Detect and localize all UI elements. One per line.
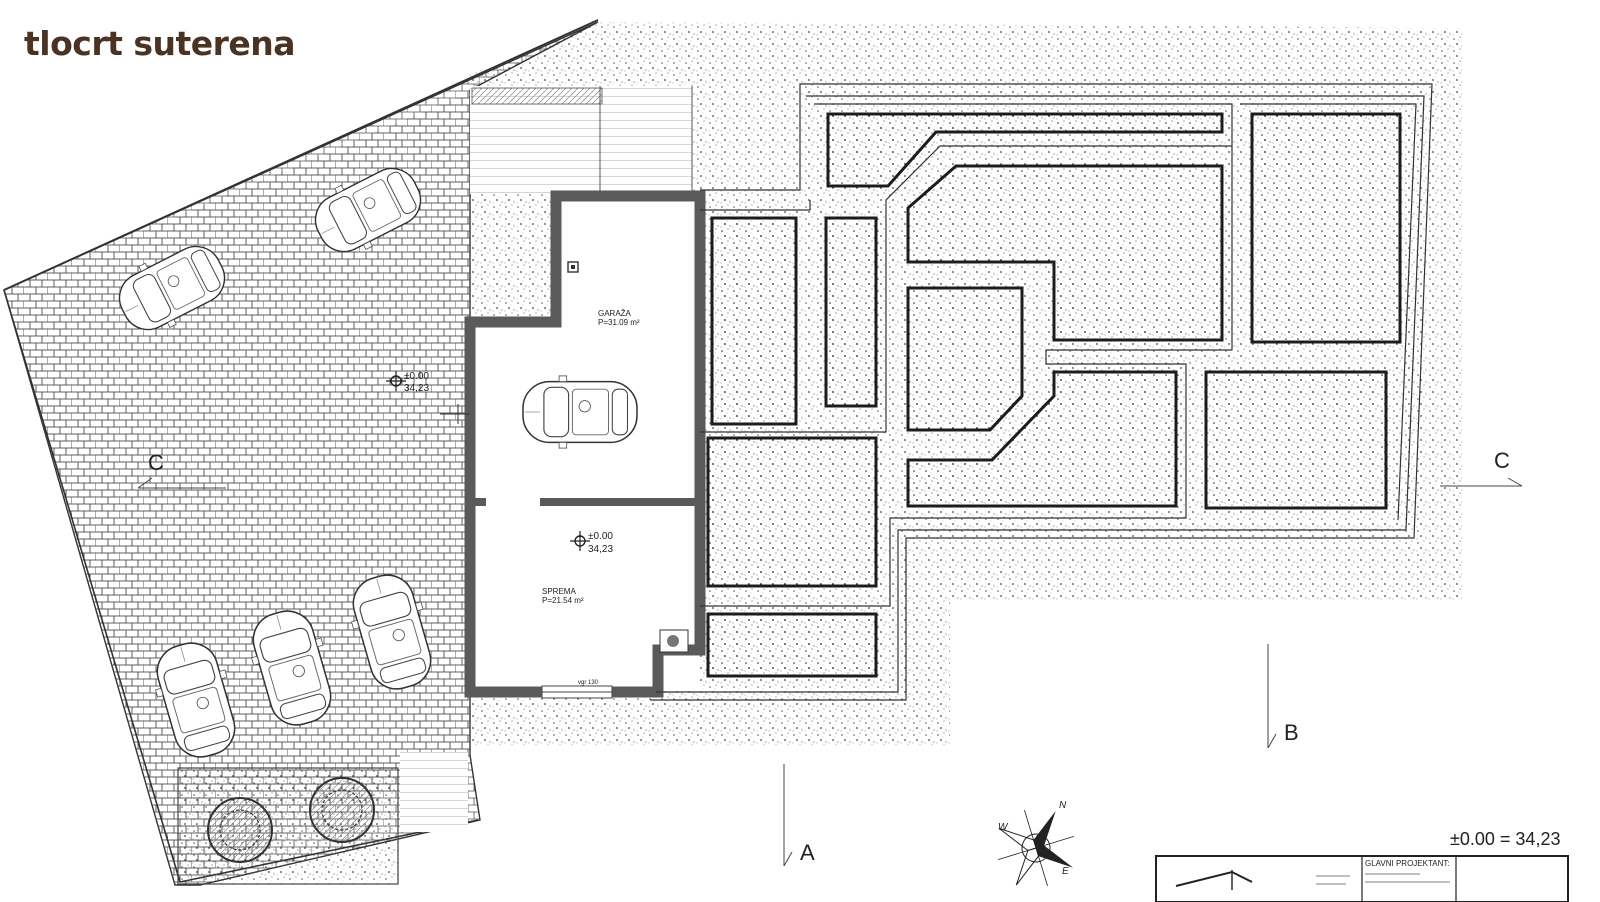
shrub-left (207, 797, 273, 863)
shrub-right (309, 777, 375, 843)
compass-rose (998, 810, 1074, 886)
compass-east-label: E (1062, 866, 1069, 877)
storage-name: SPREMA (542, 587, 576, 596)
title-block-heading: GLAVNI PROJEKTANT: (1365, 859, 1450, 868)
car-garage (522, 375, 638, 449)
section-mark-c-left: C (137, 450, 226, 489)
section-mark-a: A (783, 764, 815, 867)
title-block: GLAVNI PROJEKTANT: (1155, 855, 1569, 902)
compass-north-label: N (1059, 800, 1067, 811)
page-title: tlocrt suterena (24, 24, 296, 63)
section-mark-b: B (1267, 644, 1299, 749)
section-label-b: B (1284, 720, 1299, 745)
level-marker-yard: ±0.00 34,23 (386, 371, 429, 394)
garden-beds (706, 112, 1402, 678)
section-label-c-right: C (1494, 448, 1510, 473)
section-label-a: A (800, 840, 815, 865)
door-label: vgr 130 (578, 680, 599, 686)
section-mark-c-right: C (1440, 448, 1523, 487)
datum-label: ±0.00 = 34,23 (1450, 829, 1560, 849)
level-label-storage-bottom: 34,23 (588, 544, 613, 555)
storage-area: P=21.54 m² (542, 596, 584, 605)
level-marker-storage: ±0.00 34,23 (570, 531, 613, 555)
garage-name: GARAŽA (598, 309, 632, 318)
section-label-c-left: C (148, 450, 164, 475)
garage-area: P=31.09 m² (598, 318, 640, 327)
level-label-yard-bottom: 34,23 (404, 383, 429, 394)
level-label-storage-top: ±0.00 (588, 531, 613, 542)
garden-paths (650, 83, 1433, 701)
wall-dimension (440, 404, 470, 424)
level-label-yard-top: ±0.00 (404, 371, 429, 382)
compass-west-label: W (998, 822, 1009, 833)
